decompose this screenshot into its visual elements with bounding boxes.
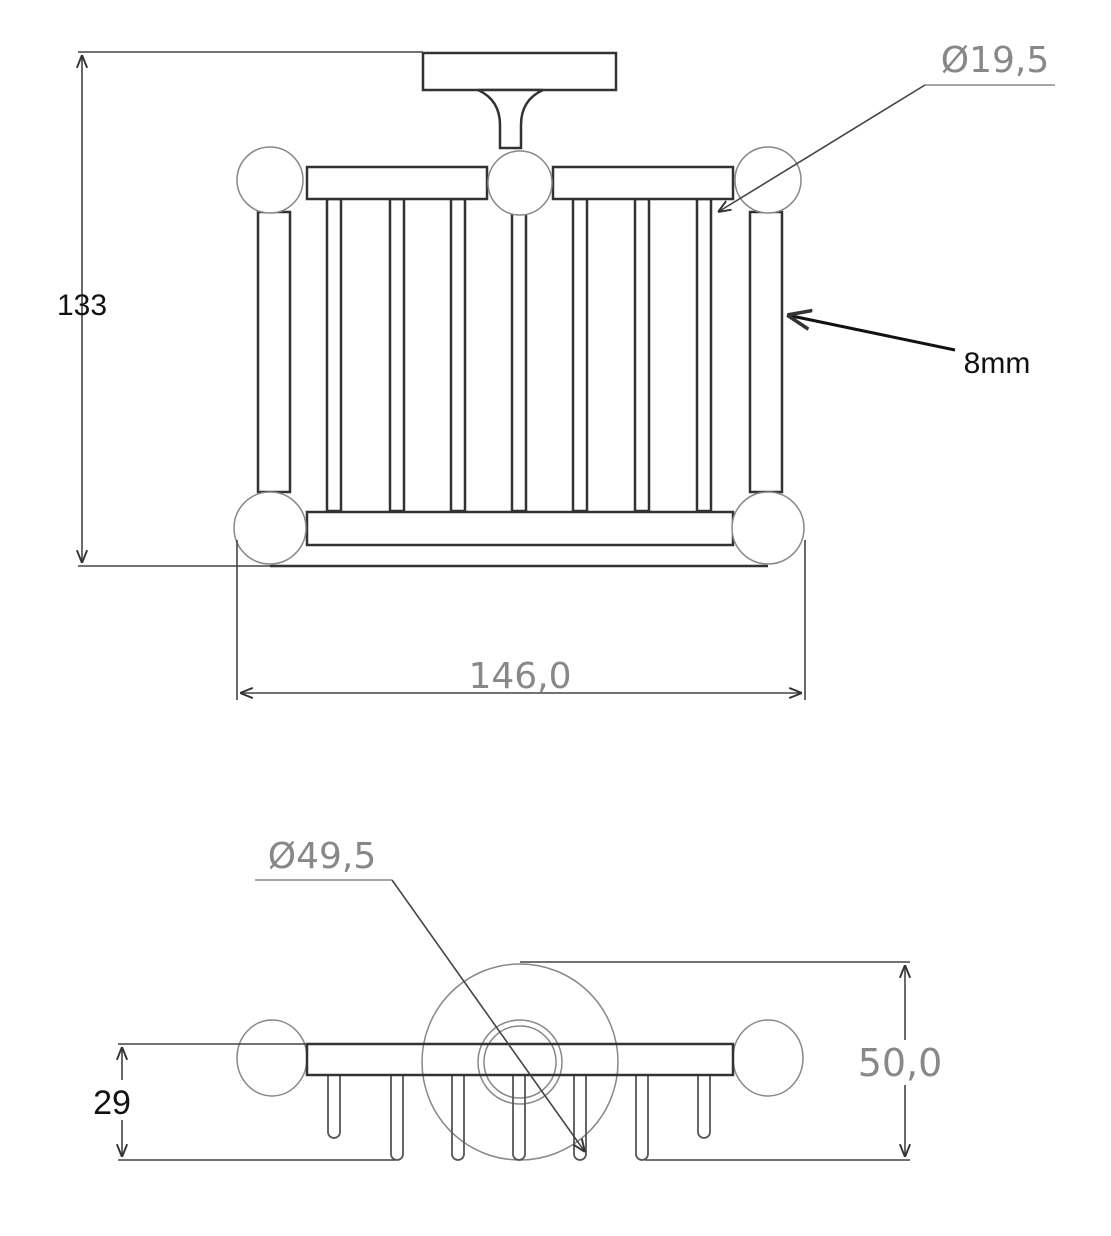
tines bbox=[327, 1075, 711, 1161]
top-rail-left bbox=[305, 165, 489, 201]
height-dimension-label: 133 bbox=[57, 289, 107, 322]
ball-bottom-left bbox=[233, 491, 307, 565]
ball-left bbox=[236, 1019, 308, 1097]
rod-size-label: 8mm bbox=[964, 347, 1031, 380]
right-post bbox=[748, 210, 784, 494]
ball-bottom-right bbox=[731, 491, 805, 565]
wall-plate bbox=[421, 51, 618, 92]
top-rail-right bbox=[551, 165, 735, 201]
ball-top-right bbox=[734, 146, 802, 214]
plate-diameter-label: Ø49,5 bbox=[268, 836, 377, 877]
ball-diameter-label: Ø19,5 bbox=[941, 40, 1050, 81]
front-view: 133 146,0 Ø19,5 8mm bbox=[57, 40, 1055, 700]
bottom-rail bbox=[305, 510, 735, 547]
rail bbox=[305, 1042, 735, 1077]
basket-depth-label: 29 bbox=[93, 1084, 131, 1122]
ball-right bbox=[732, 1019, 804, 1097]
left-post bbox=[256, 210, 292, 494]
mount-stem bbox=[477, 88, 544, 150]
bars bbox=[325, 197, 713, 513]
ball-top-center bbox=[487, 150, 553, 216]
ball-top-left bbox=[236, 146, 304, 214]
top-view: 29 50,0 Ø49,5 bbox=[93, 836, 950, 1161]
depth-dimension-label: 50,0 bbox=[858, 1041, 943, 1085]
width-dimension-label: 146,0 bbox=[468, 656, 571, 697]
